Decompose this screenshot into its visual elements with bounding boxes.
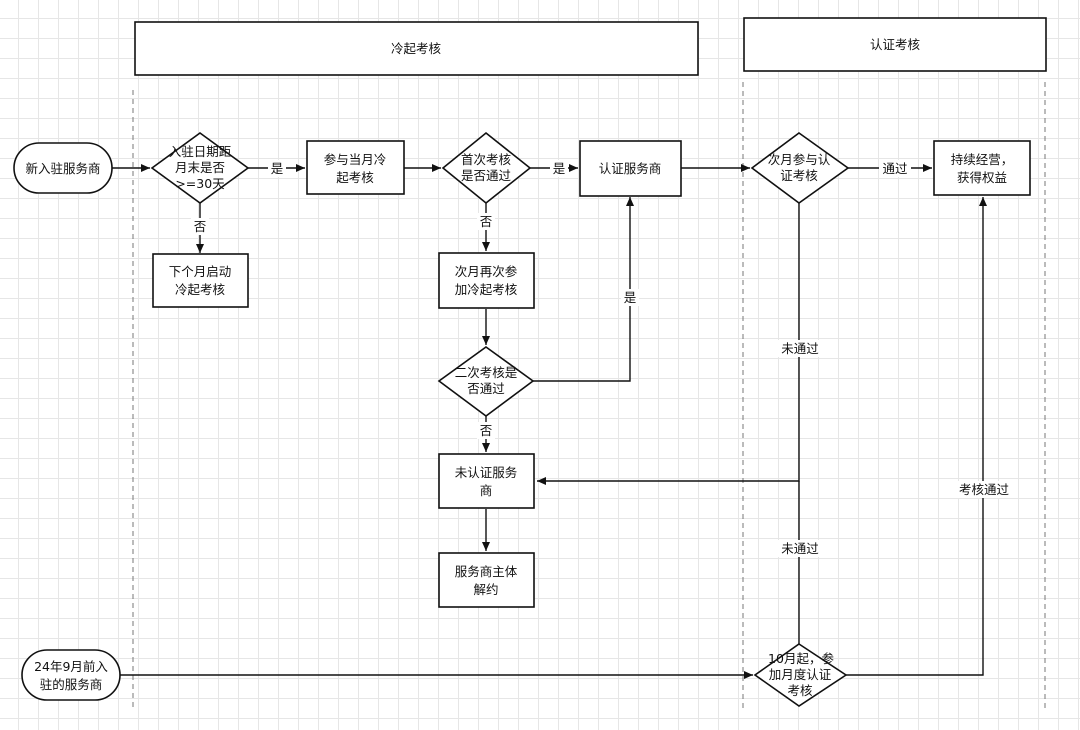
edge-label-no-first: 否 <box>477 213 495 230</box>
node-uncertified-provider-line-1: 未认证服务 <box>455 465 518 480</box>
node-join-current: 参与当月冷 起考核 <box>306 140 405 195</box>
node-rejoin-next-line-2: 加冷起考核 <box>455 282 518 297</box>
edge-label-fail-cert-2: 未通过 <box>778 540 822 557</box>
edge-label-pass-october-text: 考核通过 <box>959 482 1010 497</box>
node-join-current-line-2: 起考核 <box>336 170 374 185</box>
node-pre-sept-provider: 24年9月前入 驻的服务商 <box>21 649 121 701</box>
edge-label-pass-cert: 通过 <box>879 160 911 177</box>
node-next-month-start: 下个月启动 冷起考核 <box>152 253 249 308</box>
edge-label-pass-october: 考核通过 <box>956 481 1012 498</box>
edge-label-yes-second-text: 是 <box>624 290 637 305</box>
edge-label-fail-cert-1: 未通过 <box>778 340 822 357</box>
edge-label-no-second-text: 否 <box>480 423 493 438</box>
node-second-check: 二次考核是 否通过 <box>437 346 535 417</box>
node-terminate-line-1: 服务商主体 <box>455 564 518 579</box>
lane-header-cold-start-label: 冷起考核 <box>391 41 442 56</box>
edge-label-yes-date: 是 <box>268 160 286 177</box>
node-new-provider: 新入驻服务商 <box>13 142 113 194</box>
node-first-check-line-2: 是否通过 <box>461 168 512 183</box>
edge-label-no-first-text: 否 <box>480 214 493 229</box>
node-uncertified-provider: 未认证服务 商 <box>438 453 535 509</box>
node-date-check-line-2: 月末是否 <box>175 160 225 175</box>
node-continue-ops-line-1: 持续经营， <box>951 152 1014 167</box>
node-terminate: 服务商主体 解约 <box>438 552 535 608</box>
node-rejoin-next: 次月再次参 加冷起考核 <box>438 252 535 309</box>
edge-label-yes-first-text: 是 <box>553 161 566 176</box>
edge-label-fail-cert-1-text: 未通过 <box>781 341 819 356</box>
node-october-cert-line-3: 考核 <box>787 683 813 698</box>
node-certified-provider: 认证服务商 <box>579 140 682 197</box>
node-october-cert-line-1: 10月起，参 <box>768 651 834 666</box>
edge-second-to-certified <box>533 197 634 382</box>
lane-header-certification: 认证考核 <box>743 17 1047 72</box>
node-join-current-line-1: 参与当月冷 <box>324 152 387 167</box>
node-next-month-cert-line-1: 次月参与认 <box>768 152 831 167</box>
node-first-check-line-1: 首次考核 <box>461 152 512 167</box>
node-date-check-line-1: 入驻日期距 <box>169 144 232 159</box>
node-certified-provider-line-1: 认证服务商 <box>599 161 662 176</box>
edge-label-yes-first: 是 <box>550 160 568 177</box>
edge-label-yes-date-text: 是 <box>271 161 284 176</box>
node-pre-sept-provider-line-1: 24年9月前入 <box>34 659 108 674</box>
node-next-month-cert: 次月参与认 证考核 <box>750 132 850 204</box>
connectors <box>112 164 987 679</box>
node-october-cert-line-2: 加月度认证 <box>769 667 832 682</box>
edge-label-no-date: 否 <box>191 218 209 235</box>
node-date-check-line-3: >=30天 <box>175 176 225 191</box>
node-october-cert: 10月起，参 加月度认证 考核 <box>753 643 848 707</box>
node-uncertified-provider-line-2: 商 <box>480 483 493 498</box>
node-continue-ops: 持续经营， 获得权益 <box>933 140 1031 196</box>
lane-header-certification-label: 认证考核 <box>870 37 921 52</box>
edge-label-pass-cert-text: 通过 <box>882 161 908 176</box>
edge-label-yes-second: 是 <box>621 289 639 306</box>
node-pre-sept-provider-line-2: 驻的服务商 <box>40 677 103 692</box>
node-next-month-cert-line-2: 证考核 <box>780 168 818 183</box>
node-second-check-line-1: 二次考核是 <box>455 365 518 380</box>
edge-label-fail-cert-2-text: 未通过 <box>781 541 819 556</box>
node-second-check-line-2: 否通过 <box>467 381 505 396</box>
node-date-check: 入驻日期距 月末是否 >=30天 <box>150 132 250 204</box>
edge-label-no-second: 否 <box>477 422 495 439</box>
lane-header-cold-start: 冷起考核 <box>134 21 699 76</box>
edge-label-no-date-text: 否 <box>194 219 207 234</box>
edge-next-cert-fail <box>537 203 800 485</box>
edge-october-to-continue <box>846 197 987 676</box>
node-rejoin-next-line-1: 次月再次参 <box>455 264 518 279</box>
node-next-month-start-line-1: 下个月启动 <box>169 264 232 279</box>
node-next-month-start-line-2: 冷起考核 <box>175 282 226 297</box>
node-first-check: 首次考核 是否通过 <box>441 131 532 205</box>
node-continue-ops-line-2: 获得权益 <box>957 170 1007 185</box>
node-new-provider-line-1: 新入驻服务商 <box>25 161 100 176</box>
node-terminate-line-2: 解约 <box>473 582 498 597</box>
